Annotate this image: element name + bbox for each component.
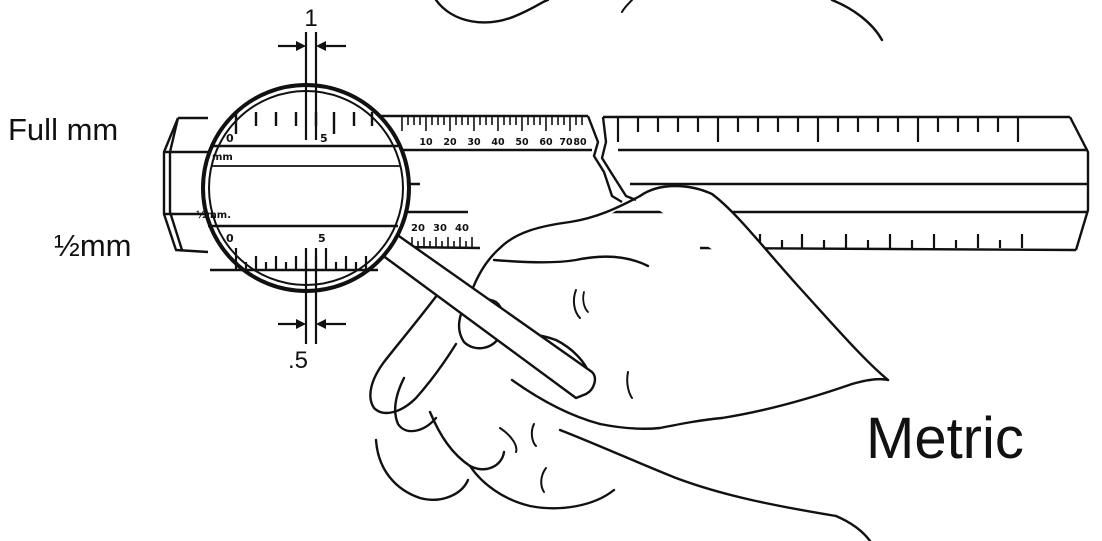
metric-title: Metric <box>866 406 1024 471</box>
ruler-top-numbers: 10 20 30 40 50 60 70 80 <box>419 137 587 148</box>
lens-top-number: 0 <box>226 132 234 145</box>
ruler-bottom-numbers: 20 30 40 <box>411 223 469 234</box>
lens-unit-half-mm: ½mm. <box>196 210 231 221</box>
ruler-bottom-right-ticks <box>760 234 1022 248</box>
ruler-fine-bottom-ticks <box>412 237 472 247</box>
lens-top-number: 5 <box>320 132 328 145</box>
thumb-illustration <box>436 0 882 40</box>
ruler-bottom-number: 40 <box>455 223 469 234</box>
ruler-top-number: 20 <box>443 137 457 148</box>
ruler-top-number: 80 <box>573 137 587 148</box>
lens-bottom-number: 0 <box>226 232 234 245</box>
ruler-top-number: 60 <box>539 137 553 148</box>
ruler-top-number: 30 <box>467 137 481 148</box>
half-mm-label: ½mm <box>54 228 132 263</box>
magnifier-handle <box>378 234 595 398</box>
ruler-top-number: 70 <box>559 137 573 148</box>
top-dimension-label: 1 <box>304 5 317 32</box>
ruler-top-number: 50 <box>515 137 529 148</box>
lens-unit-mm: mm <box>212 152 233 163</box>
ruler-bottom-number: 30 <box>433 223 447 234</box>
ruler-top-number: 10 <box>419 137 433 148</box>
ruler-fine-top-ticks <box>402 117 582 131</box>
bottom-dimension-label: .5 <box>288 347 308 374</box>
full-mm-label: Full mm <box>8 112 118 147</box>
ruler-top-right-ticks <box>618 118 1018 142</box>
lens-bottom-number: 5 <box>318 232 326 245</box>
ruler-top-number: 40 <box>491 137 505 148</box>
ruler-bottom-number: 20 <box>411 223 425 234</box>
